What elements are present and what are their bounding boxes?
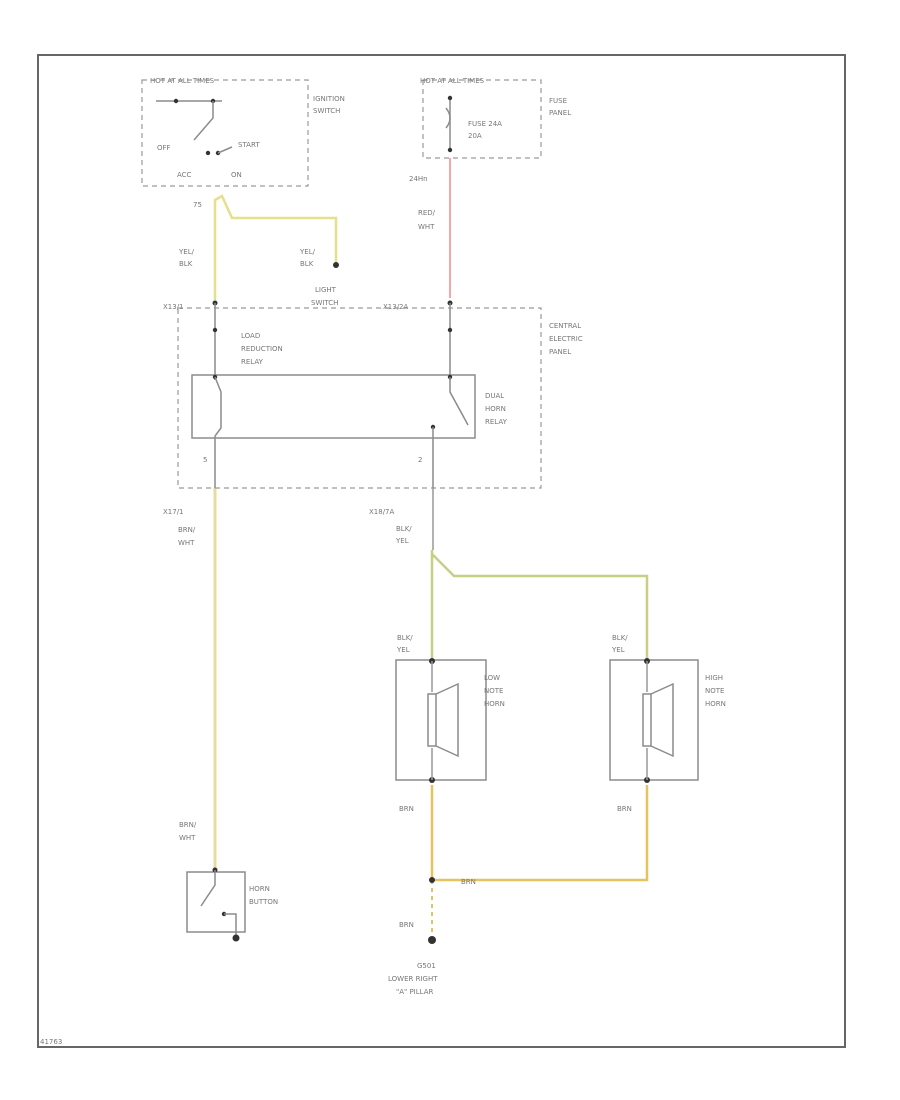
high-note-horn-box — [609, 659, 699, 781]
horn-button-contact — [200, 870, 216, 907]
label-blk-yel-high-1: BLK/ — [612, 634, 628, 642]
low-horn-line1: LOW — [484, 674, 500, 682]
fuse-panel-box — [422, 79, 542, 159]
wire-brn — [430, 785, 649, 882]
fuse-hot-label: HOT AT ALL TIMES — [420, 77, 485, 85]
low-horn-line2: NOTE — [484, 687, 503, 695]
label-brn-wht-btm-1: BRN/ — [179, 821, 197, 829]
label-light-switch-2: SWITCH — [311, 299, 338, 307]
ground-line1: G501 — [417, 962, 436, 970]
low-note-horn-box — [395, 659, 487, 781]
high-horn-line2: NOTE — [705, 687, 724, 695]
high-horn-speaker-icon — [642, 682, 674, 758]
fuse-symbol — [445, 107, 451, 129]
label-brn-joint: BRN — [461, 878, 476, 886]
fuse-circuit-label: 24Hn — [409, 175, 428, 183]
label-blk-yel-high-2: YEL — [611, 646, 625, 654]
load-reduction-contact — [214, 376, 222, 437]
label-blk-yel-low-2: YEL — [396, 646, 410, 654]
ignition-name-line2: SWITCH — [313, 107, 340, 115]
label-blk-yel-top-2: YEL — [395, 537, 409, 545]
ignition-contact — [193, 101, 214, 141]
horn-button-line1: HORN — [249, 885, 270, 893]
central-name-line1: CENTRAL — [549, 322, 581, 330]
label-brn-high: BRN — [617, 805, 632, 813]
high-horn-line3: HORN — [705, 700, 726, 708]
fuse-name-line1: FUSE — [549, 97, 567, 105]
low-horn-speaker-icon — [427, 682, 459, 758]
dual-relay-line2: HORN — [485, 405, 506, 413]
ignition-terminal-label: 75 — [193, 201, 202, 209]
label-red-wht-1: RED/ — [418, 209, 436, 217]
ignition-hot-label: HOT AT ALL TIMES — [150, 77, 215, 85]
label-conn-left: X13/1 — [163, 303, 184, 311]
dual-relay-line3: RELAY — [485, 418, 508, 426]
label-yel-blk-left-1: YEL/ — [178, 248, 195, 256]
label-red-wht-2: WHT — [418, 223, 435, 231]
ground-point-yel-blk — [333, 262, 339, 268]
ignition-name-line1: IGNITION — [313, 95, 345, 103]
ignition-start-label: START — [238, 141, 260, 149]
central-panel-box — [177, 307, 542, 489]
dual-relay-line1: DUAL — [485, 392, 504, 400]
low-horn-line3: HORN — [484, 700, 505, 708]
ignition-off-label: OFF — [157, 144, 171, 152]
label-brn-wht-btm-2: WHT — [179, 834, 196, 842]
label-yel-blk-right-1: YEL/ — [299, 248, 316, 256]
load-relay-line2: REDUCTION — [241, 345, 283, 353]
label-light-switch-1: LIGHT — [315, 286, 337, 294]
ground-point-icon — [428, 936, 436, 944]
diagram-frame — [37, 54, 846, 1048]
splice-point — [429, 877, 435, 883]
label-conn-x18: X18/7A — [369, 508, 395, 516]
central-name-line3: PANEL — [549, 348, 571, 356]
fuse-rating-line2: 20A — [468, 132, 482, 140]
load-relay-line3: RELAY — [241, 358, 264, 366]
ignition-switch-box — [141, 79, 309, 187]
wire-yel-blk — [213, 194, 338, 300]
fuse-name-line2: PANEL — [549, 109, 571, 117]
central-pin-left: 5 — [203, 456, 207, 464]
label-conn-x17: X17/1 — [163, 508, 184, 516]
ground-line3: "A" PILLAR — [396, 988, 433, 996]
ground-line2: LOWER RIGHT — [388, 975, 438, 983]
horn-button-line2: BUTTON — [249, 898, 278, 906]
label-blk-yel-top-1: BLK/ — [396, 525, 412, 533]
wire-blk-yel — [430, 550, 649, 660]
label-brn-ground: BRN — [399, 921, 414, 929]
ignition-on-label: ON — [231, 171, 242, 179]
label-brn-low: BRN — [399, 805, 414, 813]
central-name-line2: ELECTRIC — [549, 335, 583, 343]
relay-box — [191, 374, 476, 439]
label-blk-yel-low-1: BLK/ — [397, 634, 413, 642]
ignition-acc-label: ACC — [177, 171, 192, 179]
horn-button-ground-icon — [232, 934, 240, 942]
dual-horn-relay-contact — [449, 377, 469, 426]
label-brn-wht-top-2: WHT — [178, 539, 195, 547]
label-conn-right: X13/2A — [383, 303, 409, 311]
label-yel-blk-left-2: BLK — [179, 260, 193, 268]
load-relay-line1: LOAD — [241, 332, 260, 340]
fuse-rating-line1: FUSE 24A — [468, 120, 502, 128]
label-yel-blk-right-2: BLK — [300, 260, 314, 268]
figure-id: 41763 — [40, 1038, 62, 1046]
high-horn-line1: HIGH — [705, 674, 723, 682]
label-brn-wht-top-1: BRN/ — [178, 526, 196, 534]
central-pin-right: 2 — [418, 456, 422, 464]
